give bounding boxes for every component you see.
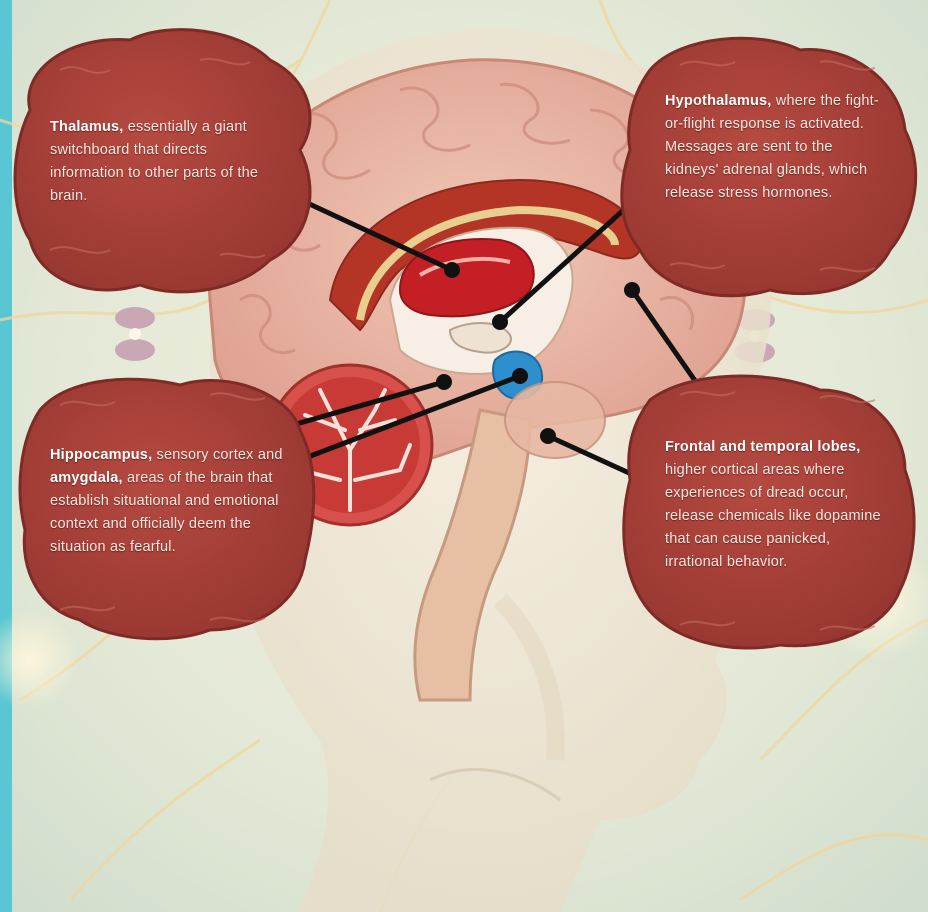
- amygdala-dot: [512, 368, 528, 384]
- frontal-temporal-description: higher cortical areas where experiences …: [665, 462, 881, 570]
- callout-hippocampus: Hippocampus, sensory cortex and amygdala…: [50, 444, 290, 559]
- hypothalamus-dot: [492, 314, 508, 330]
- thalamus-term: Thalamus,: [50, 119, 124, 135]
- thalamus-dot: [444, 262, 460, 278]
- hippocampus-term: Hippocampus,: [50, 447, 152, 463]
- left-edge-strip: [0, 0, 12, 912]
- hypothalamus-term: Hypothalamus,: [665, 93, 772, 109]
- hippocampus-description-a: sensory cortex and: [157, 447, 283, 463]
- callout-thalamus: Thalamus, essentially a giant switchboar…: [50, 116, 265, 208]
- frontal-temporal-term: Frontal and temporal lobes,: [665, 439, 861, 455]
- callout-frontal-temporal: Frontal and temporal lobes, higher corti…: [665, 436, 890, 574]
- temporal-lobe-dot: [540, 428, 556, 444]
- hippocampus-dot: [436, 374, 452, 390]
- amygdala-term: amygdala,: [50, 470, 123, 486]
- hypothalamus-description: where the fight-or-flight response is ac…: [665, 93, 879, 201]
- frontal-lobe-dot: [624, 282, 640, 298]
- callout-hypothalamus: Hypothalamus, where the fight-or-flight …: [665, 90, 890, 205]
- pons: [505, 382, 605, 458]
